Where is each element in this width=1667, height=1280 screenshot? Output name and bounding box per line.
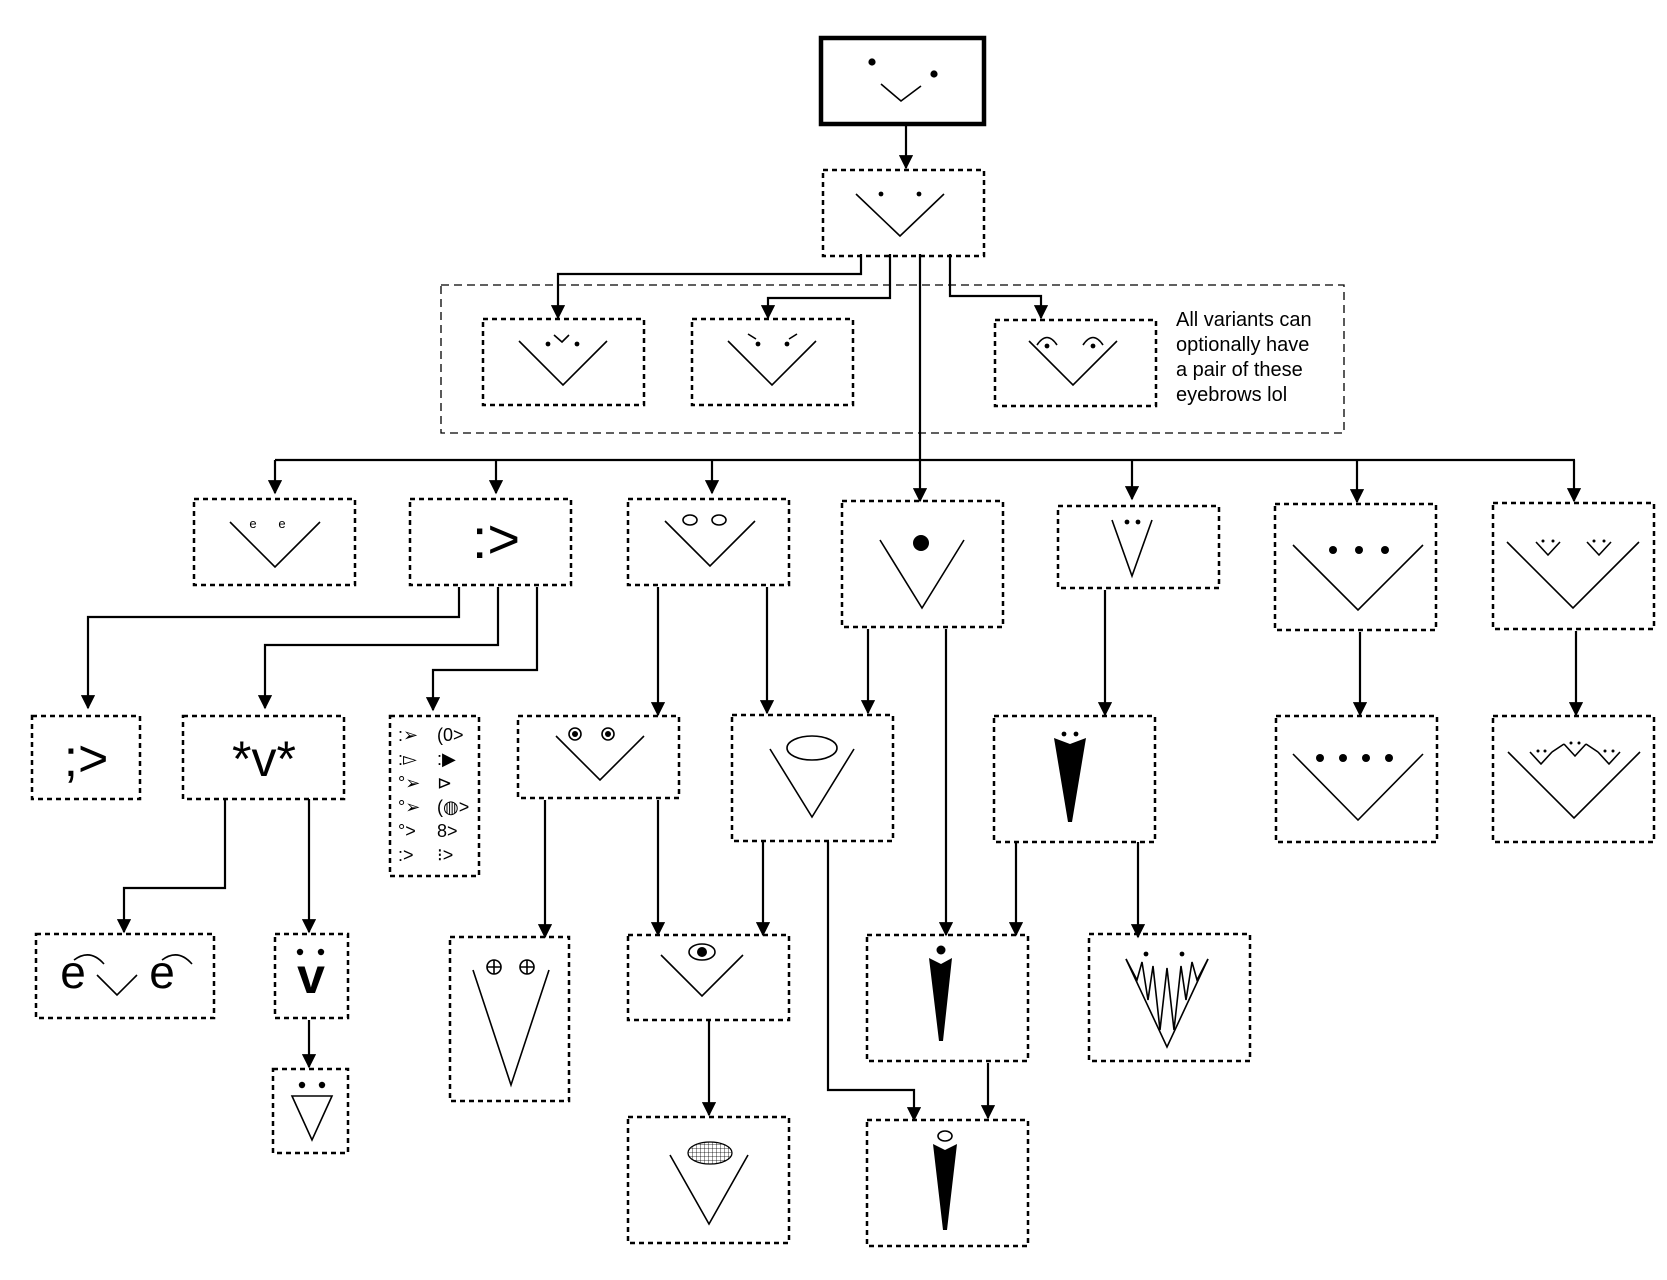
svg-text:;>: ;>: [64, 730, 109, 788]
svg-text:8>: 8>: [437, 821, 458, 841]
node-eyebrow-1: [481, 317, 646, 407]
node-eyebrow-3: [993, 318, 1158, 408]
svg-text:⁝>: ⁝>: [437, 845, 453, 865]
svg-text:e: e: [149, 946, 175, 998]
node-nabla-umlaut: [271, 1067, 350, 1155]
node-oval-eyes: [626, 497, 791, 587]
svg-text::➢: :➢: [398, 725, 418, 745]
svg-text:v: v: [297, 948, 325, 1004]
node-eyebrow-e: e e: [34, 932, 216, 1020]
node-four-eyes: [1274, 714, 1439, 844]
node-ring-beak: [865, 1118, 1030, 1248]
node-black-beak: [992, 714, 1157, 844]
edge-base-to-brow-1: [550, 254, 863, 320]
svg-text:e: e: [249, 516, 256, 531]
svg-text:°>: °>: [398, 821, 416, 841]
node-variant-list: :➢ :▻ °➢ °➢ °> :> (0> :▶ ⊳ (◍> 8> ⁝>: [388, 714, 481, 878]
node-dot-beak: [865, 933, 1030, 1063]
node-v-umlaut: v: [273, 932, 350, 1020]
node-base: [821, 168, 986, 258]
svg-text:(◍>: (◍>: [437, 797, 469, 817]
svg-text::>: :>: [472, 507, 520, 570]
svg-text:°➢: °➢: [398, 797, 420, 817]
node-double-v: [1491, 501, 1656, 631]
edge-base-to-brow-3: [948, 254, 1049, 320]
eye-dot: [930, 70, 938, 78]
node-narrow: [1056, 504, 1221, 590]
node-crossed-eyes: [448, 935, 571, 1103]
node-star-v: *v*: [181, 714, 346, 801]
node-eyeball: [626, 933, 791, 1022]
svg-text:e: e: [278, 516, 285, 531]
svg-text::>: :>: [398, 845, 414, 865]
svg-text::▻: :▻: [398, 749, 417, 769]
node-colon-gt: :>: [408, 497, 573, 587]
node-eyebrow-2: [690, 317, 855, 407]
eyebrow-variants-group: [440, 284, 1345, 434]
eye-dot: [868, 58, 876, 66]
node-semicolon-gt: ;>: [30, 714, 142, 801]
svg-text:⊳: ⊳: [437, 773, 452, 793]
node-root: [818, 35, 987, 127]
node-three-eyes: [1273, 502, 1438, 632]
edges: [80, 126, 1584, 1122]
node-mesh-eye: [626, 1115, 791, 1245]
svg-text:°➢: °➢: [398, 773, 420, 793]
node-triple-v: [1491, 714, 1656, 844]
svg-text:(0>: (0>: [437, 725, 464, 745]
node-target-eyes: [516, 714, 681, 800]
svg-text:*v*: *v*: [232, 731, 296, 787]
node-teeth: [1087, 932, 1252, 1063]
node-single-eye: [840, 499, 1005, 629]
svg-text:e: e: [60, 946, 86, 998]
svg-text::▶: :▶: [437, 749, 456, 769]
node-wide-oval-eye: [730, 713, 895, 843]
eyebrow-note: All variants can optionally have a pair …: [1176, 309, 1317, 406]
edge-base-to-brow-2: [760, 254, 892, 320]
node-e-eyes: e e: [192, 497, 357, 587]
